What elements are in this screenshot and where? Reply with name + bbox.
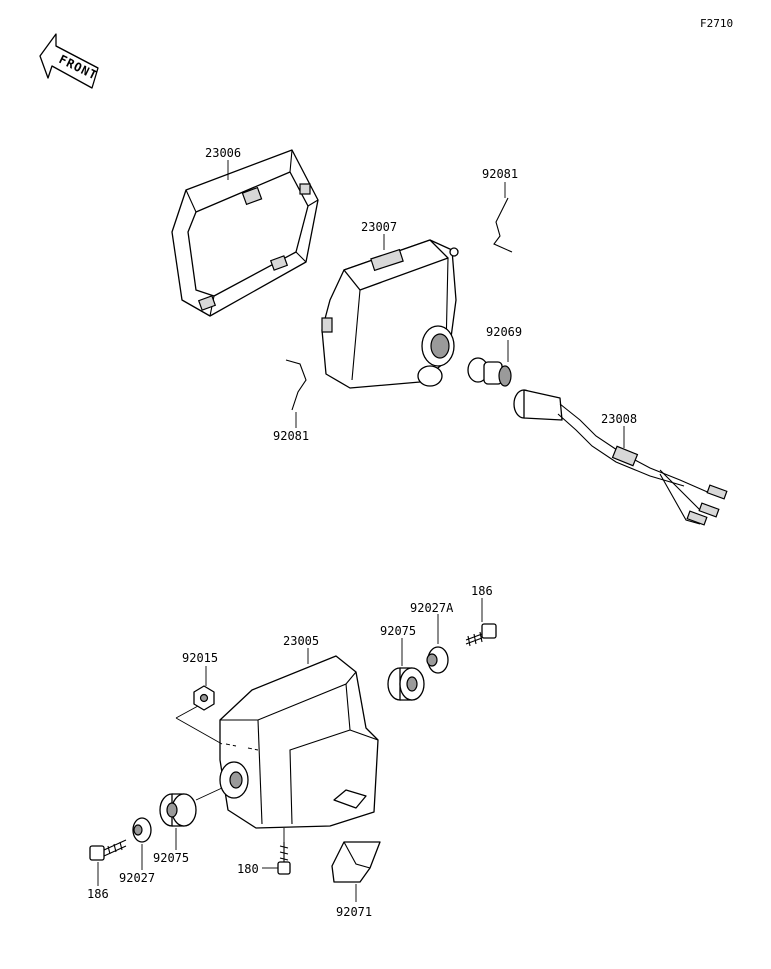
label-23006: 23006 bbox=[205, 146, 241, 160]
front-arrow-icon: FRONT bbox=[39, 33, 100, 89]
label-186-top: 186 bbox=[471, 584, 493, 598]
screw-180 bbox=[277, 842, 291, 875]
headlight-cover-23005 bbox=[219, 655, 379, 829]
clip-92081-top bbox=[493, 197, 513, 253]
bulb-92069 bbox=[467, 357, 512, 387]
washer-92027 bbox=[132, 817, 152, 843]
label-92071: 92071 bbox=[336, 905, 372, 919]
headlight-rim-23006 bbox=[171, 149, 319, 317]
headlight-housing-23007 bbox=[321, 239, 459, 389]
label-92015: 92015 bbox=[182, 651, 218, 665]
pad-92071 bbox=[331, 841, 381, 883]
washer-92027a bbox=[426, 646, 449, 674]
label-186-bottom: 186 bbox=[87, 887, 109, 901]
nut-92015 bbox=[193, 685, 215, 711]
label-92081-top: 92081 bbox=[482, 167, 518, 181]
figure-code: F2710 bbox=[700, 17, 733, 30]
clip-92081-left bbox=[285, 359, 307, 411]
grommet-92075-bottom bbox=[159, 793, 197, 827]
bolt-186-bottom bbox=[89, 839, 127, 861]
label-92075-top: 92075 bbox=[380, 624, 416, 638]
label-92027a: 92027A bbox=[410, 601, 454, 615]
label-180: 180 bbox=[237, 862, 259, 876]
label-23008: 23008 bbox=[601, 412, 637, 426]
label-92027: 92027 bbox=[119, 871, 155, 885]
label-92069: 92069 bbox=[486, 325, 522, 339]
label-23005: 23005 bbox=[283, 634, 319, 648]
label-92081-left: 92081 bbox=[273, 429, 309, 443]
bolt-186-top bbox=[465, 623, 497, 647]
label-23007: 23007 bbox=[361, 220, 397, 234]
grommet-92075-top bbox=[387, 667, 425, 701]
label-92075-bottom: 92075 bbox=[153, 851, 189, 865]
socket-harness-23008 bbox=[513, 389, 728, 526]
